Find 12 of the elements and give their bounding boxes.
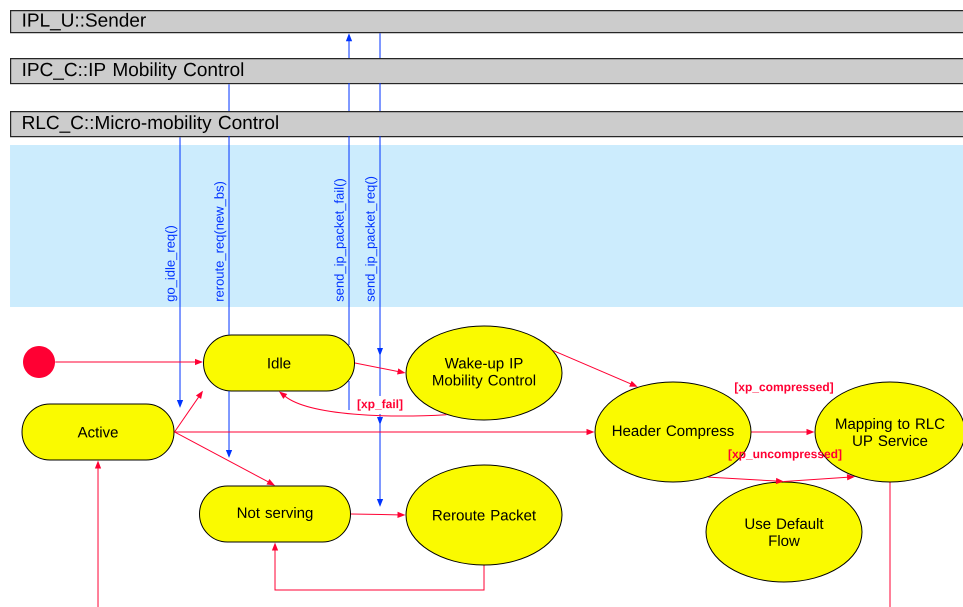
state-box: Idle [203, 334, 355, 392]
state-box: Not serving [199, 486, 351, 542]
initial-state-dot [23, 346, 56, 378]
state-box: Active [22, 404, 174, 460]
component-band: RLC_C::Micro-mobility Control [10, 111, 963, 138]
edge-label: reroute_req(new_bs) [213, 180, 228, 303]
component-band: IPC_C::IP Mobility Control [10, 58, 963, 84]
component-band: IPL_U::Sender [10, 10, 963, 34]
edge-label: go_idle_req() [164, 224, 178, 303]
edge-label: send_ip_packet_fail() [333, 177, 348, 303]
edge-label: [xp_fail] [356, 398, 404, 412]
edge-label: send_ip_packet_req() [364, 175, 378, 303]
